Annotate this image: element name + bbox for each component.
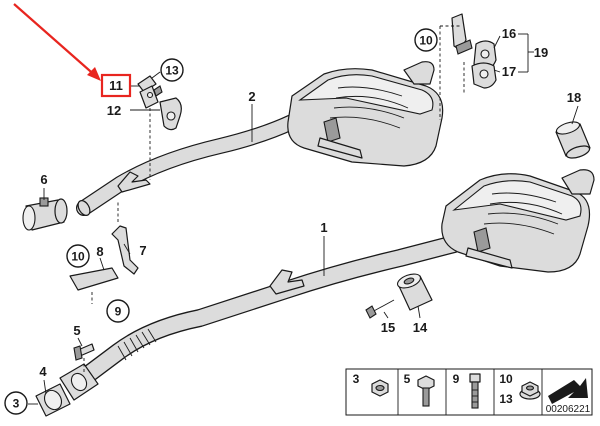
svg-text:15: 15 xyxy=(381,320,395,335)
callout-2: 2 xyxy=(248,89,255,104)
svg-text:13: 13 xyxy=(499,392,513,406)
svg-text:13: 13 xyxy=(165,64,179,78)
svg-text:17: 17 xyxy=(502,64,516,79)
callout-18: 18 xyxy=(567,90,581,105)
flange-nut-icon xyxy=(519,381,541,400)
pointer-arrow xyxy=(13,3,101,81)
callout-17: 17 xyxy=(502,64,516,79)
callout-19: 19 xyxy=(534,45,548,60)
svg-text:6: 6 xyxy=(40,172,47,187)
clamp-part-6 xyxy=(22,197,68,231)
svg-text:12: 12 xyxy=(107,103,121,118)
stud-bolt-icon xyxy=(469,373,481,409)
svg-text:10: 10 xyxy=(71,250,85,264)
svg-text:10: 10 xyxy=(499,372,513,386)
rear-silencer-lower xyxy=(441,169,595,273)
callout-4: 4 xyxy=(39,364,47,379)
callout-12: 12 xyxy=(107,103,121,118)
callout-10-upper: 10 xyxy=(414,28,438,52)
svg-text:5: 5 xyxy=(404,372,411,386)
svg-text:3: 3 xyxy=(353,372,360,386)
svg-text:5: 5 xyxy=(73,323,80,338)
svg-text:8: 8 xyxy=(96,244,103,259)
leader-lines xyxy=(28,33,579,405)
svg-text:10: 10 xyxy=(419,34,433,48)
gasket-part-4 xyxy=(35,383,71,417)
svg-text:1: 1 xyxy=(320,220,327,235)
legend-item-3: 3 xyxy=(353,372,389,397)
callout-9: 9 xyxy=(106,299,130,323)
svg-text:7: 7 xyxy=(139,243,146,258)
callout-14: 14 xyxy=(413,320,428,335)
bolt-part-5 xyxy=(73,343,95,374)
svg-text:9: 9 xyxy=(115,305,122,319)
pipe-part-1 xyxy=(59,235,463,401)
callout-1: 1 xyxy=(320,220,327,235)
nut-icon xyxy=(371,379,389,397)
callout-5: 5 xyxy=(73,323,80,338)
sleeve-part-18 xyxy=(555,121,591,159)
legend-item-5: 5 xyxy=(404,372,435,407)
callout-8: 8 xyxy=(96,244,103,259)
hex-bolt-icon xyxy=(417,375,435,407)
direction-arrow-icon xyxy=(548,378,588,404)
bracket-parts-7-8 xyxy=(69,200,139,304)
svg-text:11: 11 xyxy=(109,78,123,93)
callout-11: 11 xyxy=(100,73,132,98)
svg-text:9: 9 xyxy=(453,372,460,386)
callout-16: 16 xyxy=(502,26,516,41)
svg-text:00206221: 00206221 xyxy=(546,404,591,415)
svg-text:2: 2 xyxy=(248,89,255,104)
screw-part-15 xyxy=(365,299,395,319)
hanger-assembly-11-12-13 xyxy=(137,75,182,180)
legend-arrow-cell: 00206221 xyxy=(546,378,591,415)
svg-text:16: 16 xyxy=(502,26,516,41)
legend-item-9: 9 xyxy=(453,372,481,409)
callout-10-left: 10 xyxy=(66,244,90,268)
svg-text:4: 4 xyxy=(39,364,47,379)
svg-text:3: 3 xyxy=(13,397,20,411)
callout-3: 3 xyxy=(4,391,28,415)
callout-15: 15 xyxy=(381,320,395,335)
callout-6: 6 xyxy=(40,172,47,187)
pipe-part-2 xyxy=(76,114,300,216)
legend-panel: 3 5 9 10 xyxy=(345,368,593,416)
callout-13: 13 xyxy=(160,58,184,82)
flex-section xyxy=(117,328,157,361)
svg-text:19: 19 xyxy=(534,45,548,60)
callout-7: 7 xyxy=(139,243,146,258)
svg-text:14: 14 xyxy=(413,320,428,335)
hanger-assembly-16-17 xyxy=(439,13,497,120)
rubber-mount-part-14 xyxy=(396,273,433,311)
svg-text:18: 18 xyxy=(567,90,581,105)
rear-silencer-upper xyxy=(287,61,444,167)
legend-item-10-13: 10 13 xyxy=(499,372,541,406)
